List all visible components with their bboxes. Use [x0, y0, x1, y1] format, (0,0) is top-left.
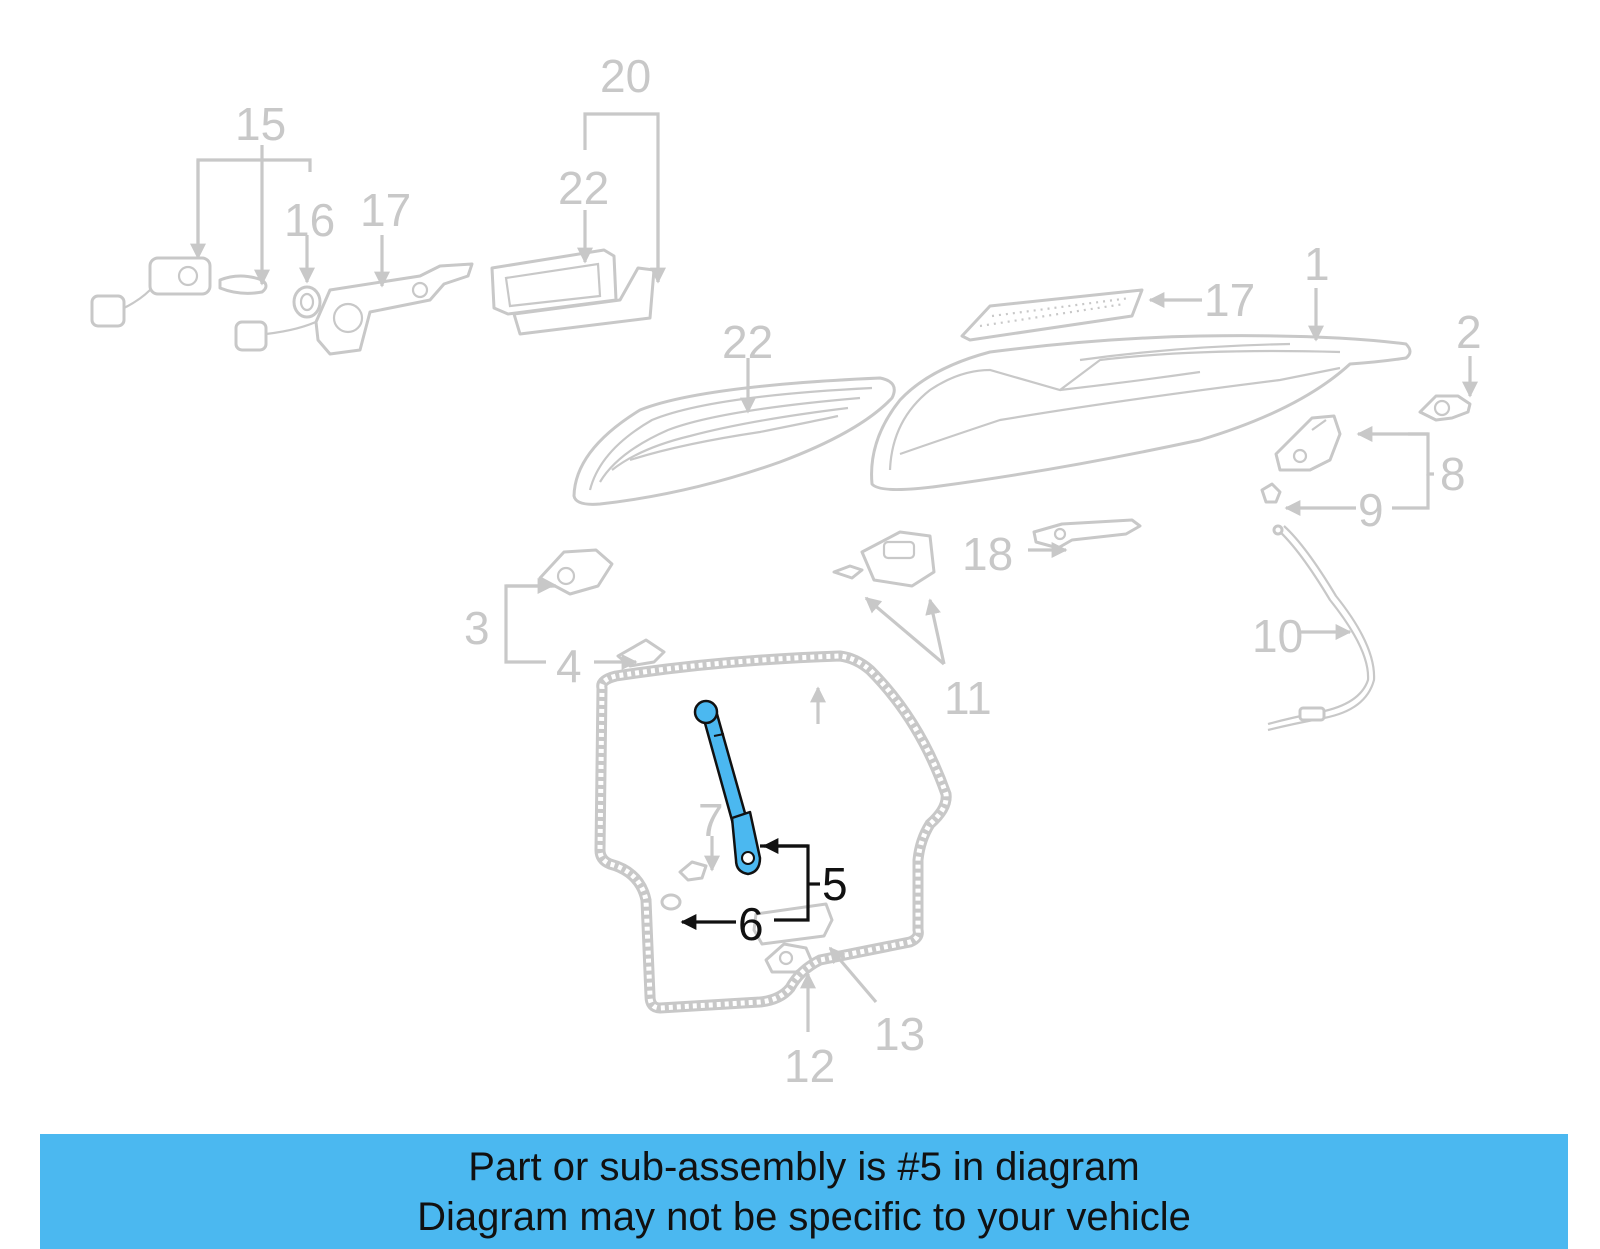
- callout-3: 3: [464, 602, 490, 654]
- callout-22: 22: [722, 316, 773, 368]
- leader-14: [190, 145, 312, 286]
- part-14-lock-cylinder: [90, 256, 212, 328]
- leader-5: [760, 838, 820, 922]
- callout-12: 12: [784, 1040, 835, 1092]
- callout-9: 9: [1358, 484, 1384, 536]
- callout-7: 7: [698, 794, 724, 846]
- leader-19: [583, 112, 666, 284]
- leader-13: [828, 946, 878, 1004]
- part-17-spoiler-pad: [960, 288, 1144, 342]
- part-6-clip: [660, 893, 682, 911]
- part-20-handle-bezel: [490, 248, 656, 336]
- callout-11: 11: [944, 672, 992, 724]
- callout-20: 22: [558, 162, 609, 214]
- part-13-module: [752, 902, 834, 946]
- part-15-washer: [292, 285, 322, 319]
- callout-1: 1: [1304, 238, 1330, 290]
- leader-11: [864, 596, 946, 666]
- callout-10: 10: [1252, 610, 1303, 662]
- banner-line-2: Diagram may not be specific to your vehi…: [417, 1195, 1191, 1239]
- leader-8: [1356, 426, 1434, 510]
- part-14-key: [218, 274, 268, 295]
- part-1-back-door: [870, 334, 1412, 492]
- part-22-glass: [572, 376, 896, 506]
- callout-6: 6: [738, 898, 764, 950]
- callout-15: 16: [284, 194, 335, 246]
- callout-18: 18: [962, 528, 1013, 580]
- part-16-handle-housing: [234, 262, 474, 356]
- callout-8: 8: [1440, 448, 1466, 500]
- weatherstrip-seal: [594, 650, 952, 1014]
- callout-19: 20: [600, 50, 651, 102]
- banner-line-1: Part or sub-assembly is #5 in diagram: [468, 1145, 1140, 1189]
- callout-5: 5: [822, 858, 848, 910]
- part-11-latch: [832, 530, 936, 588]
- part-7-bolt: [678, 860, 708, 882]
- part-8-hinge: [1274, 414, 1342, 472]
- part-2-bracket: [1418, 394, 1472, 422]
- part-9-bolt: [1260, 482, 1282, 504]
- callout-2: 2: [1456, 306, 1482, 358]
- callout-16: 17: [360, 184, 411, 236]
- part-18-stay: [1032, 518, 1142, 550]
- callout-14: 15: [235, 98, 286, 150]
- callout-4: 4: [556, 640, 582, 692]
- callout-17: 17: [1204, 274, 1255, 326]
- part-3-hinge: [538, 548, 614, 596]
- part-5-lift-support: [693, 699, 762, 876]
- info-banner: Part or sub-assembly is #5 in diagram Di…: [40, 1134, 1568, 1249]
- leader-3: [504, 578, 556, 664]
- callout-13: 13: [874, 1008, 925, 1060]
- part-10-cable: [1267, 524, 1376, 732]
